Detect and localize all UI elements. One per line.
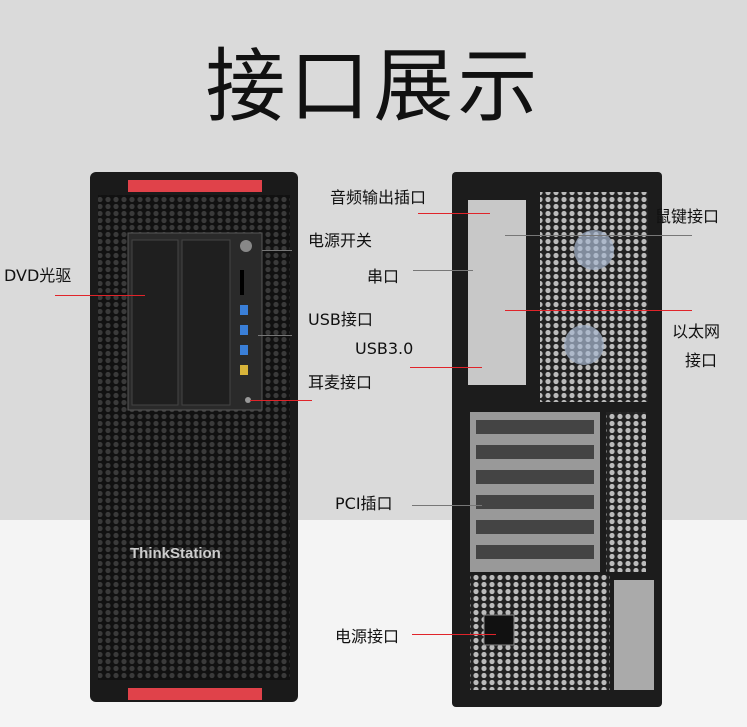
leader-dvd <box>55 295 145 296</box>
leader-usb <box>258 335 292 336</box>
label-power-switch: 电源开关 <box>308 231 373 250</box>
label-pci: PCI插口 <box>335 494 393 513</box>
leader-power-port <box>412 634 496 635</box>
brand-logo: ThinkStation <box>130 545 221 562</box>
label-dvd: DVD光驱 <box>4 266 72 285</box>
leader-usb3 <box>410 367 482 368</box>
page-title: 接口展示 <box>205 40 542 133</box>
leader-ethernet <box>505 310 692 311</box>
power-button <box>240 240 252 252</box>
front-tower <box>90 172 298 702</box>
dvd-drive <box>131 239 179 406</box>
leader-serial <box>413 270 473 271</box>
power-socket <box>483 614 515 646</box>
label-ethernet-2: 接口 <box>685 351 718 370</box>
leader-pci <box>412 505 482 506</box>
leader-headset <box>250 400 312 401</box>
leader-power-switch <box>262 250 292 251</box>
leader-audio <box>418 213 490 214</box>
label-power-port: 电源接口 <box>335 627 400 646</box>
label-serial: 串口 <box>367 267 400 286</box>
label-mouse-keyboard: 鼠键接口 <box>655 207 720 226</box>
label-audio: 音频输出插口 <box>330 188 427 207</box>
label-headset: 耳麦接口 <box>308 373 373 392</box>
io-panel <box>468 200 526 385</box>
label-usb3: USB3.0 <box>355 339 414 358</box>
label-ethernet-1: 以太网 <box>672 322 721 341</box>
leader-mouse-keyboard <box>505 235 692 236</box>
bottom-handle <box>128 688 262 700</box>
label-usb: USB接口 <box>308 310 373 329</box>
rear-tower <box>452 172 662 707</box>
top-handle <box>128 180 262 192</box>
